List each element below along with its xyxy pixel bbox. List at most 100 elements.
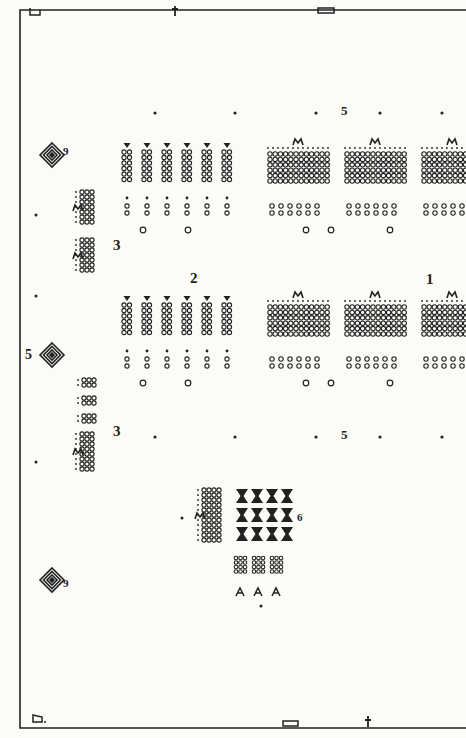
callout-number: 9 xyxy=(63,146,69,157)
dot xyxy=(226,350,229,353)
concentric-diamond xyxy=(40,143,64,167)
dot xyxy=(77,384,79,386)
hourglass-figure xyxy=(251,527,263,541)
dot xyxy=(166,350,169,353)
m-mark xyxy=(195,513,205,519)
dot xyxy=(314,111,317,114)
hourglass-figure xyxy=(266,527,278,541)
circle-pair xyxy=(185,204,189,215)
dot xyxy=(75,468,77,470)
callout-number: 1 xyxy=(426,272,434,287)
v-mark xyxy=(204,296,211,301)
m-mark xyxy=(73,205,83,211)
wide-block xyxy=(422,305,466,336)
dot xyxy=(379,300,381,302)
small-block xyxy=(234,556,247,573)
callout-number: 5 xyxy=(341,428,348,441)
dot xyxy=(197,524,199,526)
side-block xyxy=(82,396,96,405)
wide-block xyxy=(422,152,466,183)
narrow-block xyxy=(202,303,212,335)
v-mark xyxy=(204,143,211,148)
dot xyxy=(349,147,351,149)
dot xyxy=(75,249,77,251)
v-mark xyxy=(184,296,191,301)
dot xyxy=(354,300,356,302)
dot xyxy=(389,300,391,302)
dot xyxy=(441,147,443,149)
hourglass-figure xyxy=(281,508,293,522)
hourglass-figure xyxy=(281,527,293,541)
dot xyxy=(272,300,274,302)
dot xyxy=(369,300,371,302)
dot xyxy=(186,197,189,200)
v-mark xyxy=(164,143,171,148)
dot xyxy=(233,435,236,438)
dot xyxy=(314,435,317,438)
single-circle xyxy=(387,227,393,233)
narrow-block xyxy=(202,150,212,182)
single-circle xyxy=(185,380,191,386)
dot xyxy=(399,147,401,149)
callout-number: 9 xyxy=(63,577,69,589)
dot xyxy=(267,300,269,302)
narrow-block xyxy=(222,303,232,335)
callout-number: 6 xyxy=(297,512,303,523)
wide-block xyxy=(345,152,407,183)
dot xyxy=(197,529,199,531)
dot xyxy=(77,402,79,404)
dot xyxy=(404,147,406,149)
dot xyxy=(226,197,229,200)
hourglass-figure xyxy=(251,489,263,503)
dot xyxy=(456,300,458,302)
v-mark xyxy=(224,143,231,148)
v-mark xyxy=(164,296,171,301)
dot xyxy=(126,197,129,200)
circle-rows xyxy=(270,204,319,215)
narrow-block xyxy=(162,303,172,335)
dot xyxy=(384,147,386,149)
dot xyxy=(359,147,361,149)
narrow-block xyxy=(222,150,232,182)
dot xyxy=(317,300,319,302)
dot xyxy=(75,259,77,261)
side-block xyxy=(82,378,96,387)
dot xyxy=(426,300,428,302)
edge-symbol xyxy=(365,716,371,727)
dot xyxy=(77,397,79,399)
circle-pair xyxy=(145,357,149,368)
circle-rows xyxy=(424,357,466,368)
hourglass-figure xyxy=(236,489,248,503)
single-circle xyxy=(303,380,309,386)
a-figure xyxy=(272,588,280,596)
callout-number: 5 xyxy=(25,347,32,362)
dot xyxy=(302,300,304,302)
dot xyxy=(197,534,199,536)
dot xyxy=(322,300,324,302)
circle-rows xyxy=(424,204,466,215)
circle-pair xyxy=(225,357,229,368)
dot xyxy=(344,147,346,149)
dot xyxy=(206,197,209,200)
dot xyxy=(421,300,423,302)
circle-pair xyxy=(185,357,189,368)
dot xyxy=(166,197,169,200)
callout-number: 6 xyxy=(297,511,303,523)
single-circle xyxy=(185,227,191,233)
dot xyxy=(399,300,401,302)
dot xyxy=(272,147,274,149)
dot xyxy=(378,111,381,114)
dot xyxy=(267,147,269,149)
edge-symbol xyxy=(172,6,178,16)
dot xyxy=(297,300,299,302)
dot xyxy=(282,147,284,149)
dot xyxy=(431,300,433,302)
dot xyxy=(75,239,77,241)
circle-pair xyxy=(205,357,209,368)
hourglass-figure xyxy=(266,489,278,503)
circle-pair xyxy=(145,204,149,215)
dot xyxy=(359,300,361,302)
circle-pair xyxy=(125,204,129,215)
single-circle xyxy=(140,227,146,233)
dot xyxy=(75,201,77,203)
